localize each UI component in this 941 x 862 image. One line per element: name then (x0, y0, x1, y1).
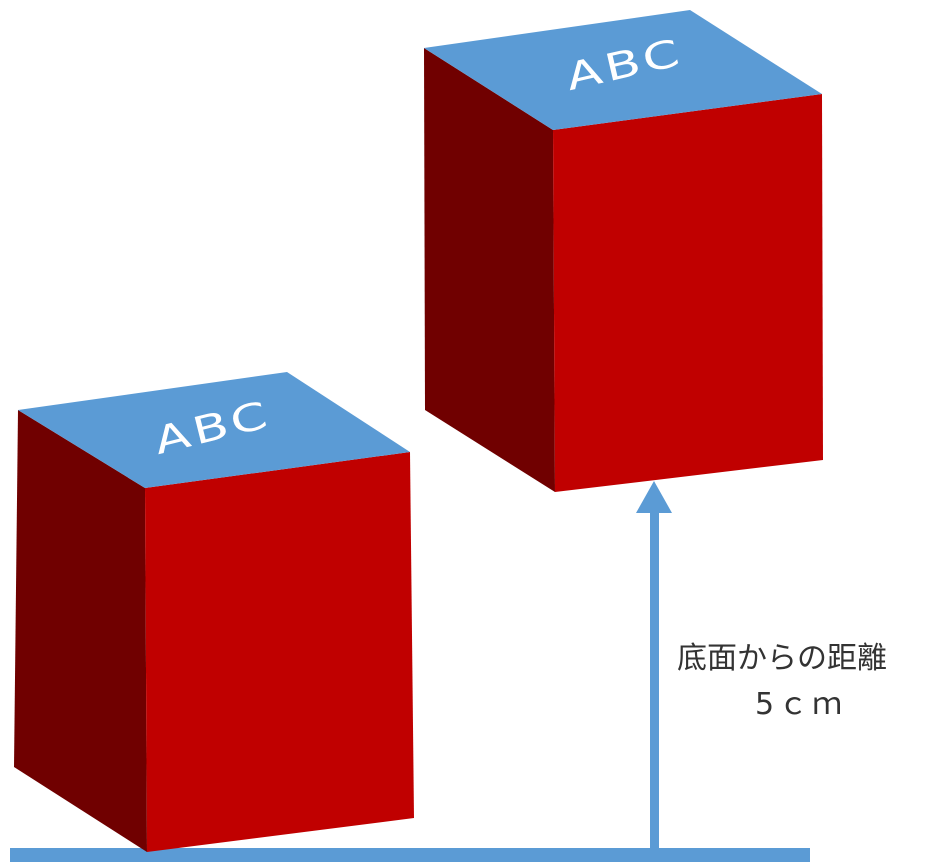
block-left-side-face (14, 410, 147, 852)
distance-caption-line2: 5ｃｍ (755, 687, 846, 722)
distance-arrow (636, 481, 672, 850)
distance-arrow-shaft (650, 510, 659, 850)
block-left: ABC (14, 372, 414, 852)
block-left-front-face (145, 452, 414, 852)
block-right-top-face (424, 10, 822, 130)
distance-caption-line1: 底面からの距離 (677, 641, 887, 676)
base-line (10, 848, 810, 862)
block-left-top-face (18, 372, 410, 488)
distance-arrow-head (636, 481, 672, 513)
block-right: ABC (424, 10, 823, 492)
block-right-side-face (424, 48, 555, 492)
block-right-front-face (553, 94, 823, 492)
